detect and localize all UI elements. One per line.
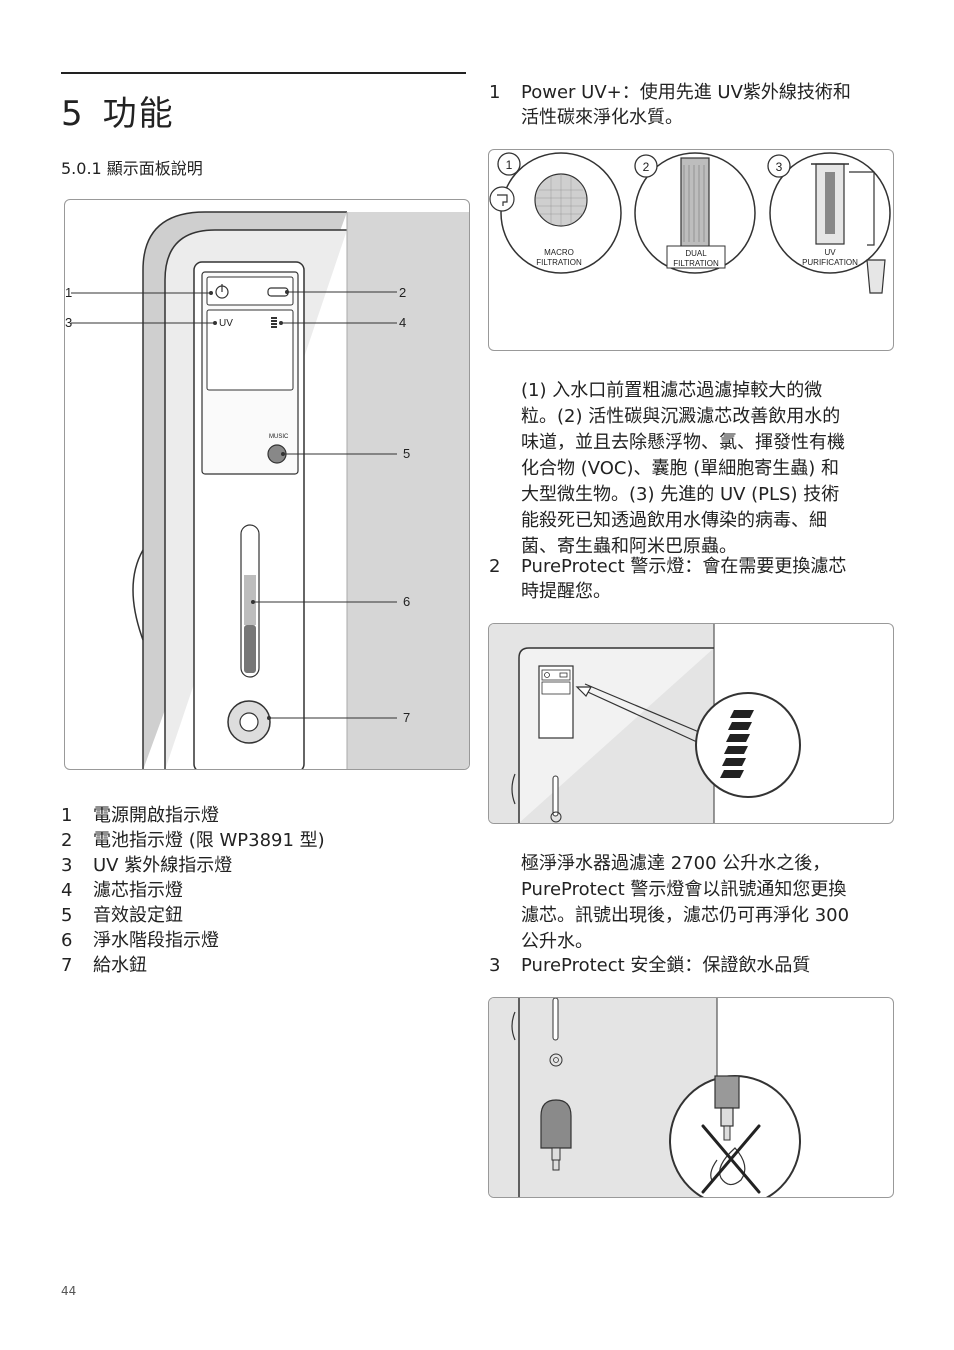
- subsection-title: 5.0.1 顯示面板說明: [61, 159, 203, 178]
- section-title: 5 功能: [61, 86, 175, 135]
- callout-6: 6: [403, 594, 410, 609]
- feature-1: 1 Power UV+：使用先進 UV紫外線技術和 活性碳來淨化水質。: [489, 80, 909, 132]
- section-title-text: 功能: [102, 94, 175, 134]
- page-number: 44: [61, 1284, 77, 1298]
- callout-1: 1: [65, 285, 72, 300]
- step-1-badge: 1: [506, 158, 513, 172]
- step-3-badge: 3: [776, 160, 783, 174]
- callout-3: 3: [65, 315, 72, 330]
- svg-text:FILTRATION: FILTRATION: [536, 258, 582, 267]
- callout-5: 5: [403, 446, 410, 461]
- alert-light-figure: [488, 623, 894, 824]
- step-2-badge: 2: [643, 160, 650, 174]
- feature-3: 3 PureProtect 安全鎖：保證飲水品質: [489, 953, 909, 979]
- feature-number: 3: [489, 955, 501, 976]
- tap-nozzle: [540, 1099, 572, 1149]
- feature-1-description: (1) 入水口前置粗濾芯過濾掉較大的微 粒。(2) 活性碳與沉澱濾芯改善飲用水的…: [521, 380, 845, 557]
- filter-stages-illustration: MACRO FILTRATION 1 DUAL FILTRATION 2 UV …: [489, 152, 891, 294]
- filter-indicator-icon: [271, 317, 277, 328]
- feature-number: 2: [489, 556, 501, 577]
- safety-lock-figure: [488, 997, 894, 1198]
- safety-lock-illustration: [489, 998, 801, 1197]
- feature-2-description: 極淨淨水器過濾達 2700 公升水之後， PureProtect 警示燈會以訊號…: [521, 853, 850, 952]
- callout-2: 2: [399, 285, 406, 300]
- music-label: MUSIC: [269, 434, 289, 440]
- alert-light-illustration: [489, 624, 801, 823]
- feature-2: 2 PureProtect 警示燈：會在需要更換濾芯 時提醒您。: [489, 554, 909, 606]
- svg-text:MACRO: MACRO: [544, 248, 574, 257]
- feature-number: 1: [489, 82, 501, 103]
- svg-text:PURIFICATION: PURIFICATION: [802, 258, 858, 267]
- svg-text:FILTRATION: FILTRATION: [673, 259, 719, 268]
- display-panel-figure: UV MUSIC: [64, 199, 470, 770]
- svg-text:UV: UV: [824, 248, 836, 257]
- filter-alert-icon: [720, 710, 754, 778]
- section-number: 5: [61, 94, 85, 134]
- feature-heading: PureProtect 警示燈：會在需要更換濾芯 時提醒您。: [521, 556, 847, 602]
- header-rule: [61, 72, 466, 74]
- feature-heading: PureProtect 安全鎖：保證飲水品質: [521, 955, 811, 976]
- uv-label: UV: [219, 318, 233, 329]
- callout-7: 7: [403, 710, 410, 725]
- display-panel-illustration: UV MUSIC: [65, 211, 469, 769]
- tap-icon: [489, 186, 515, 212]
- feature-heading: Power UV+：使用先進 UV紫外線技術和 活性碳來淨化水質。: [521, 82, 851, 128]
- filter-stages-figure: MACRO FILTRATION 1 DUAL FILTRATION 2 UV …: [488, 149, 894, 351]
- water-glass-icon: [866, 259, 886, 294]
- no-drip-cross-icon: [701, 1124, 761, 1194]
- svg-text:DUAL: DUAL: [685, 249, 707, 258]
- callout-4: 4: [399, 315, 406, 330]
- dual-filter-cartridge: [680, 157, 710, 249]
